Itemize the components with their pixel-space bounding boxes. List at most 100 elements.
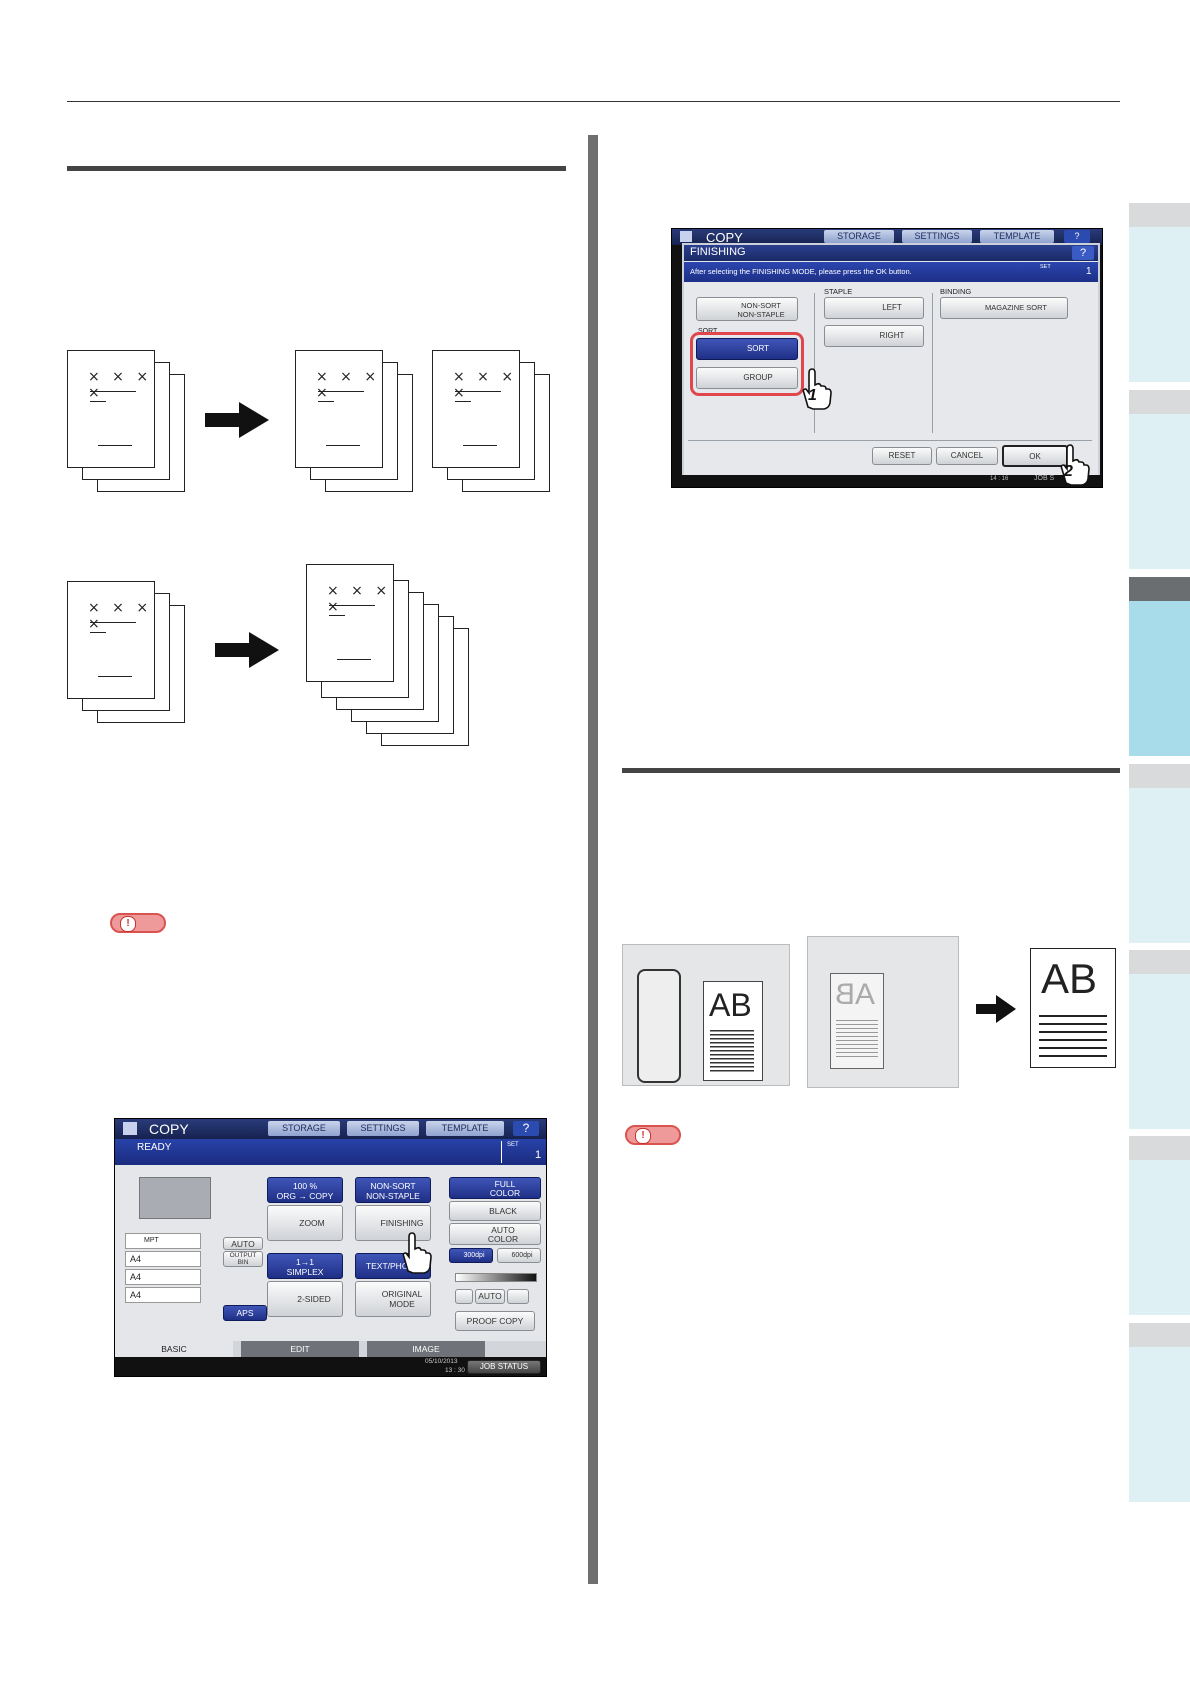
auto-density-button[interactable]: AUTO [475,1289,505,1304]
copy-basic-panel: COPY STORAGE SETTINGS TEMPLATE ? READY S… [114,1118,547,1377]
side-tab-head [1129,1323,1190,1347]
hand-pointer-icon [1060,444,1090,486]
page-sheet: × × × × [295,350,383,468]
tray-1[interactable]: A4 [125,1251,201,1267]
staple-left-button[interactable]: LEFT [824,297,924,319]
original-mode-button[interactable]: ORIGINAL MODE [355,1281,431,1317]
arrow-right-icon [976,995,1016,1023]
tray-3[interactable]: A4 [125,1287,201,1303]
side-tab-7[interactable] [1129,1323,1190,1502]
template-button[interactable]: TEMPLATE [980,230,1054,243]
tray-label: A4 [130,1272,142,1282]
page-mark: × × × × [88,600,153,632]
side-tab-head [1129,390,1190,414]
output-bin-button[interactable]: OUTPUT BIN [223,1251,263,1267]
group-button[interactable]: GROUP [696,367,798,389]
density-slider[interactable] [455,1273,537,1282]
ok-button[interactable]: OK [1002,445,1068,467]
two-sided-button[interactable]: 2-SIDED [267,1281,343,1317]
side-tab-3-active[interactable] [1129,577,1190,756]
arrow-right-icon [215,632,279,668]
text-line [318,391,364,393]
dialog-help-button[interactable]: ? [1072,246,1094,260]
template-button[interactable]: TEMPLATE [426,1121,504,1136]
text-line [455,391,501,393]
side-tab-head [1129,764,1190,788]
dialog-title-bar: FINISHING ? [684,245,1098,261]
side-tab-2[interactable] [1129,390,1190,569]
text-line [90,632,106,634]
page-mark: × × × × [453,369,518,401]
step-number-2: 2 [1064,463,1073,480]
tray-2[interactable]: A4 [125,1269,201,1285]
magazine-sort-button[interactable]: MAGAZINE SORT [940,297,1068,319]
page-mark: × × × × [327,583,392,615]
panel-footer: 14 : 16 JOB S [672,475,1102,487]
binding-heading: BINDING [940,287,972,296]
side-tab-body [1129,974,1190,1129]
density-lighter-button[interactable] [455,1289,473,1304]
mode-tabs: BASIC EDIT IMAGE [115,1341,546,1360]
proof-copy-button[interactable]: PROOF COPY [455,1311,535,1331]
tab-image[interactable]: IMAGE [367,1341,485,1357]
side-tab-head [1129,577,1190,601]
tray-label: A4 [130,1254,142,1264]
status-bar: READY SET 1 [115,1139,546,1165]
zoom-button[interactable]: ZOOM [267,1205,343,1241]
arrow-right-icon [205,402,269,438]
storage-button[interactable]: STORAGE [824,230,894,243]
footer-date: 05/10/2013 [425,1358,458,1365]
mpt-tray[interactable]: MPT [125,1233,201,1249]
side-tab-5[interactable] [1129,950,1190,1129]
dialog-title: FINISHING [690,246,746,258]
mirrored-ab-text: AB [835,978,876,1011]
full-color-button[interactable]: FULL COLOR [449,1177,541,1199]
status-text: READY [137,1142,172,1153]
hand-pointer-icon [402,1232,432,1274]
aps-button[interactable]: APS [223,1305,267,1321]
auto-paper-button[interactable]: AUTO [223,1237,263,1250]
text-line [463,445,497,447]
copier-panel-illustration: AB [622,944,790,1086]
job-status-button[interactable]: JOB STATUS [467,1360,541,1374]
settings-button[interactable]: SETTINGS [347,1121,419,1136]
note-icon: ! [625,1125,681,1145]
non-sort-button[interactable]: NON-SORT NON-STAPLE [696,297,798,321]
auto-color-button[interactable]: AUTO COLOR [449,1223,541,1245]
finishing-button[interactable]: FINISHING [355,1205,431,1241]
settings-button[interactable]: SETTINGS [902,230,972,243]
column-separator [932,293,933,433]
page-sheet: × × × × [67,581,155,699]
hand-pointer-icon [802,368,832,410]
reset-button[interactable]: RESET [872,447,932,465]
text-line [98,445,132,447]
dpi600-button[interactable]: 600dpi [497,1248,541,1263]
sort-button[interactable]: SORT [696,338,798,360]
cancel-button[interactable]: CANCEL [936,447,998,465]
sort-highlight [690,332,804,396]
black-button[interactable]: BLACK [449,1201,541,1221]
help-button[interactable]: ? [1064,230,1090,243]
section-rule-right [622,768,1120,773]
header-rule [67,101,1120,102]
copy-icon [123,1122,137,1135]
scanner-illustration: AB [807,936,959,1088]
storage-button[interactable]: STORAGE [268,1121,340,1136]
side-tab-4[interactable] [1129,764,1190,943]
tab-edit[interactable]: EDIT [241,1341,359,1357]
panel-footer: 05/10/2013 13 : 30 JOB STATUS [115,1357,546,1376]
side-tab-6[interactable] [1129,1136,1190,1315]
help-button[interactable]: ? [513,1121,539,1136]
set-label: SET [1040,264,1051,270]
staple-right-button[interactable]: RIGHT [824,325,924,347]
side-tab-body [1129,1347,1190,1502]
ab-text: AB [709,987,752,1023]
density-darker-button[interactable] [507,1289,529,1304]
dpi300-button[interactable]: 300dpi [449,1248,493,1263]
message-bar: After selecting the FINISHING MODE, plea… [684,262,1098,282]
side-tab-1[interactable] [1129,203,1190,382]
text-line [98,676,132,678]
set-value: 1 [535,1149,542,1161]
section-rule-left [67,166,566,171]
page-mark: × × × × [316,369,381,401]
